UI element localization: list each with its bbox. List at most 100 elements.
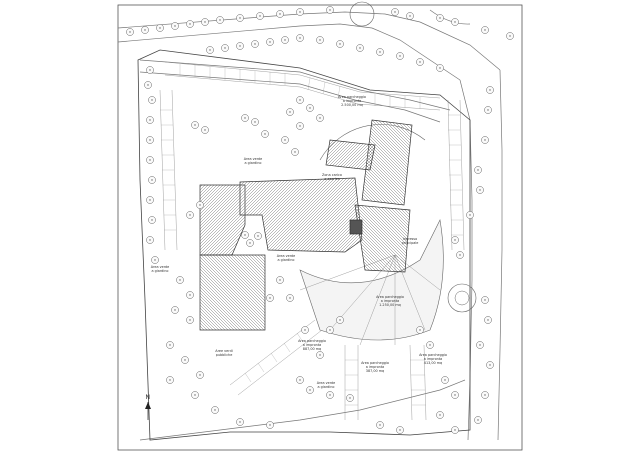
tree-trunk [254, 121, 256, 123]
building-core [349, 219, 363, 235]
tree-trunk [469, 214, 471, 216]
tree-trunk [239, 45, 241, 47]
tree-trunk [444, 379, 446, 381]
tree-trunk [149, 239, 151, 241]
tree-trunk [419, 329, 421, 331]
tree-trunk [439, 414, 441, 416]
tree-trunk [209, 49, 211, 51]
tree-trunk [199, 374, 201, 376]
tree-trunk [199, 204, 201, 206]
tree-trunk [269, 297, 271, 299]
tree-trunk [284, 139, 286, 141]
tree-trunk [329, 329, 331, 331]
tree-trunk [479, 189, 481, 191]
tree-trunk [169, 379, 171, 381]
tree-trunk [399, 55, 401, 57]
tree-trunk [189, 294, 191, 296]
tree-trunk [359, 47, 361, 49]
tree-trunk [299, 99, 301, 101]
tree-trunk [289, 297, 291, 299]
tree-trunk [349, 397, 351, 399]
tree-trunk [399, 429, 401, 431]
tree-trunk [484, 299, 486, 301]
north-arrow: N [145, 394, 151, 420]
tree-trunk [484, 139, 486, 141]
tree-trunk [339, 43, 341, 45]
tree-trunk [244, 117, 246, 119]
drawing-frame [117, 4, 523, 451]
tree-trunk [319, 117, 321, 119]
roundabout-east-inner [454, 290, 470, 306]
tree-trunk [147, 84, 149, 86]
tree-trunk [149, 139, 151, 141]
tree-trunk [319, 39, 321, 41]
building-north-block [325, 139, 376, 171]
tree-trunk [439, 67, 441, 69]
tree-trunk [264, 133, 266, 135]
building-central [239, 177, 363, 253]
tree-trunk [249, 242, 251, 244]
plaza-fan [299, 219, 444, 341]
tree-trunk [174, 25, 176, 27]
tree-trunk [239, 17, 241, 19]
tree-trunk [394, 11, 396, 13]
tree-trunk [409, 15, 411, 17]
tree-trunk [509, 35, 511, 37]
tree-trunk [239, 421, 241, 423]
site-boundary [137, 49, 471, 441]
tree-trunk [194, 124, 196, 126]
tree-trunk [319, 354, 321, 356]
tree-trunk [454, 21, 456, 23]
tree-trunk [129, 31, 131, 33]
tree-trunk [339, 319, 341, 321]
building-wing-west [199, 184, 246, 256]
tree-trunk [294, 151, 296, 153]
tree-trunk [484, 394, 486, 396]
tree-trunk [204, 21, 206, 23]
plaza-radials [299, 254, 441, 346]
tree-trunk [289, 111, 291, 113]
tree-trunk [484, 29, 486, 31]
building-complex [199, 119, 413, 331]
tree-trunk [244, 234, 246, 236]
tree-trunk [204, 129, 206, 131]
tree-trunk [284, 39, 286, 41]
tree-trunk [299, 11, 301, 13]
tree-trunk [329, 9, 331, 11]
tree-trunk [429, 344, 431, 346]
tree-trunk [269, 41, 271, 43]
tree-trunk [487, 319, 489, 321]
tree-trunk [304, 329, 306, 331]
tree-trunk [487, 109, 489, 111]
tree-trunk [379, 51, 381, 53]
tree-trunk [151, 219, 153, 221]
tree-trunk [279, 279, 281, 281]
tree-trunk [174, 309, 176, 311]
tree-trunk [269, 424, 271, 426]
roundabout-north [349, 1, 375, 27]
tree-trunk [151, 179, 153, 181]
tree-trunk [454, 239, 456, 241]
tree-trunk [299, 37, 301, 39]
tree-trunk [299, 125, 301, 127]
tree-trunk [309, 389, 311, 391]
tree-trunk [149, 119, 151, 121]
building-wing-southwest [199, 254, 266, 331]
tree-trunk [149, 199, 151, 201]
tree-trunk [479, 344, 481, 346]
tree-trunk [254, 43, 256, 45]
tree-trunk [144, 29, 146, 31]
tree-trunk [329, 394, 331, 396]
tree-trunk [219, 19, 221, 21]
